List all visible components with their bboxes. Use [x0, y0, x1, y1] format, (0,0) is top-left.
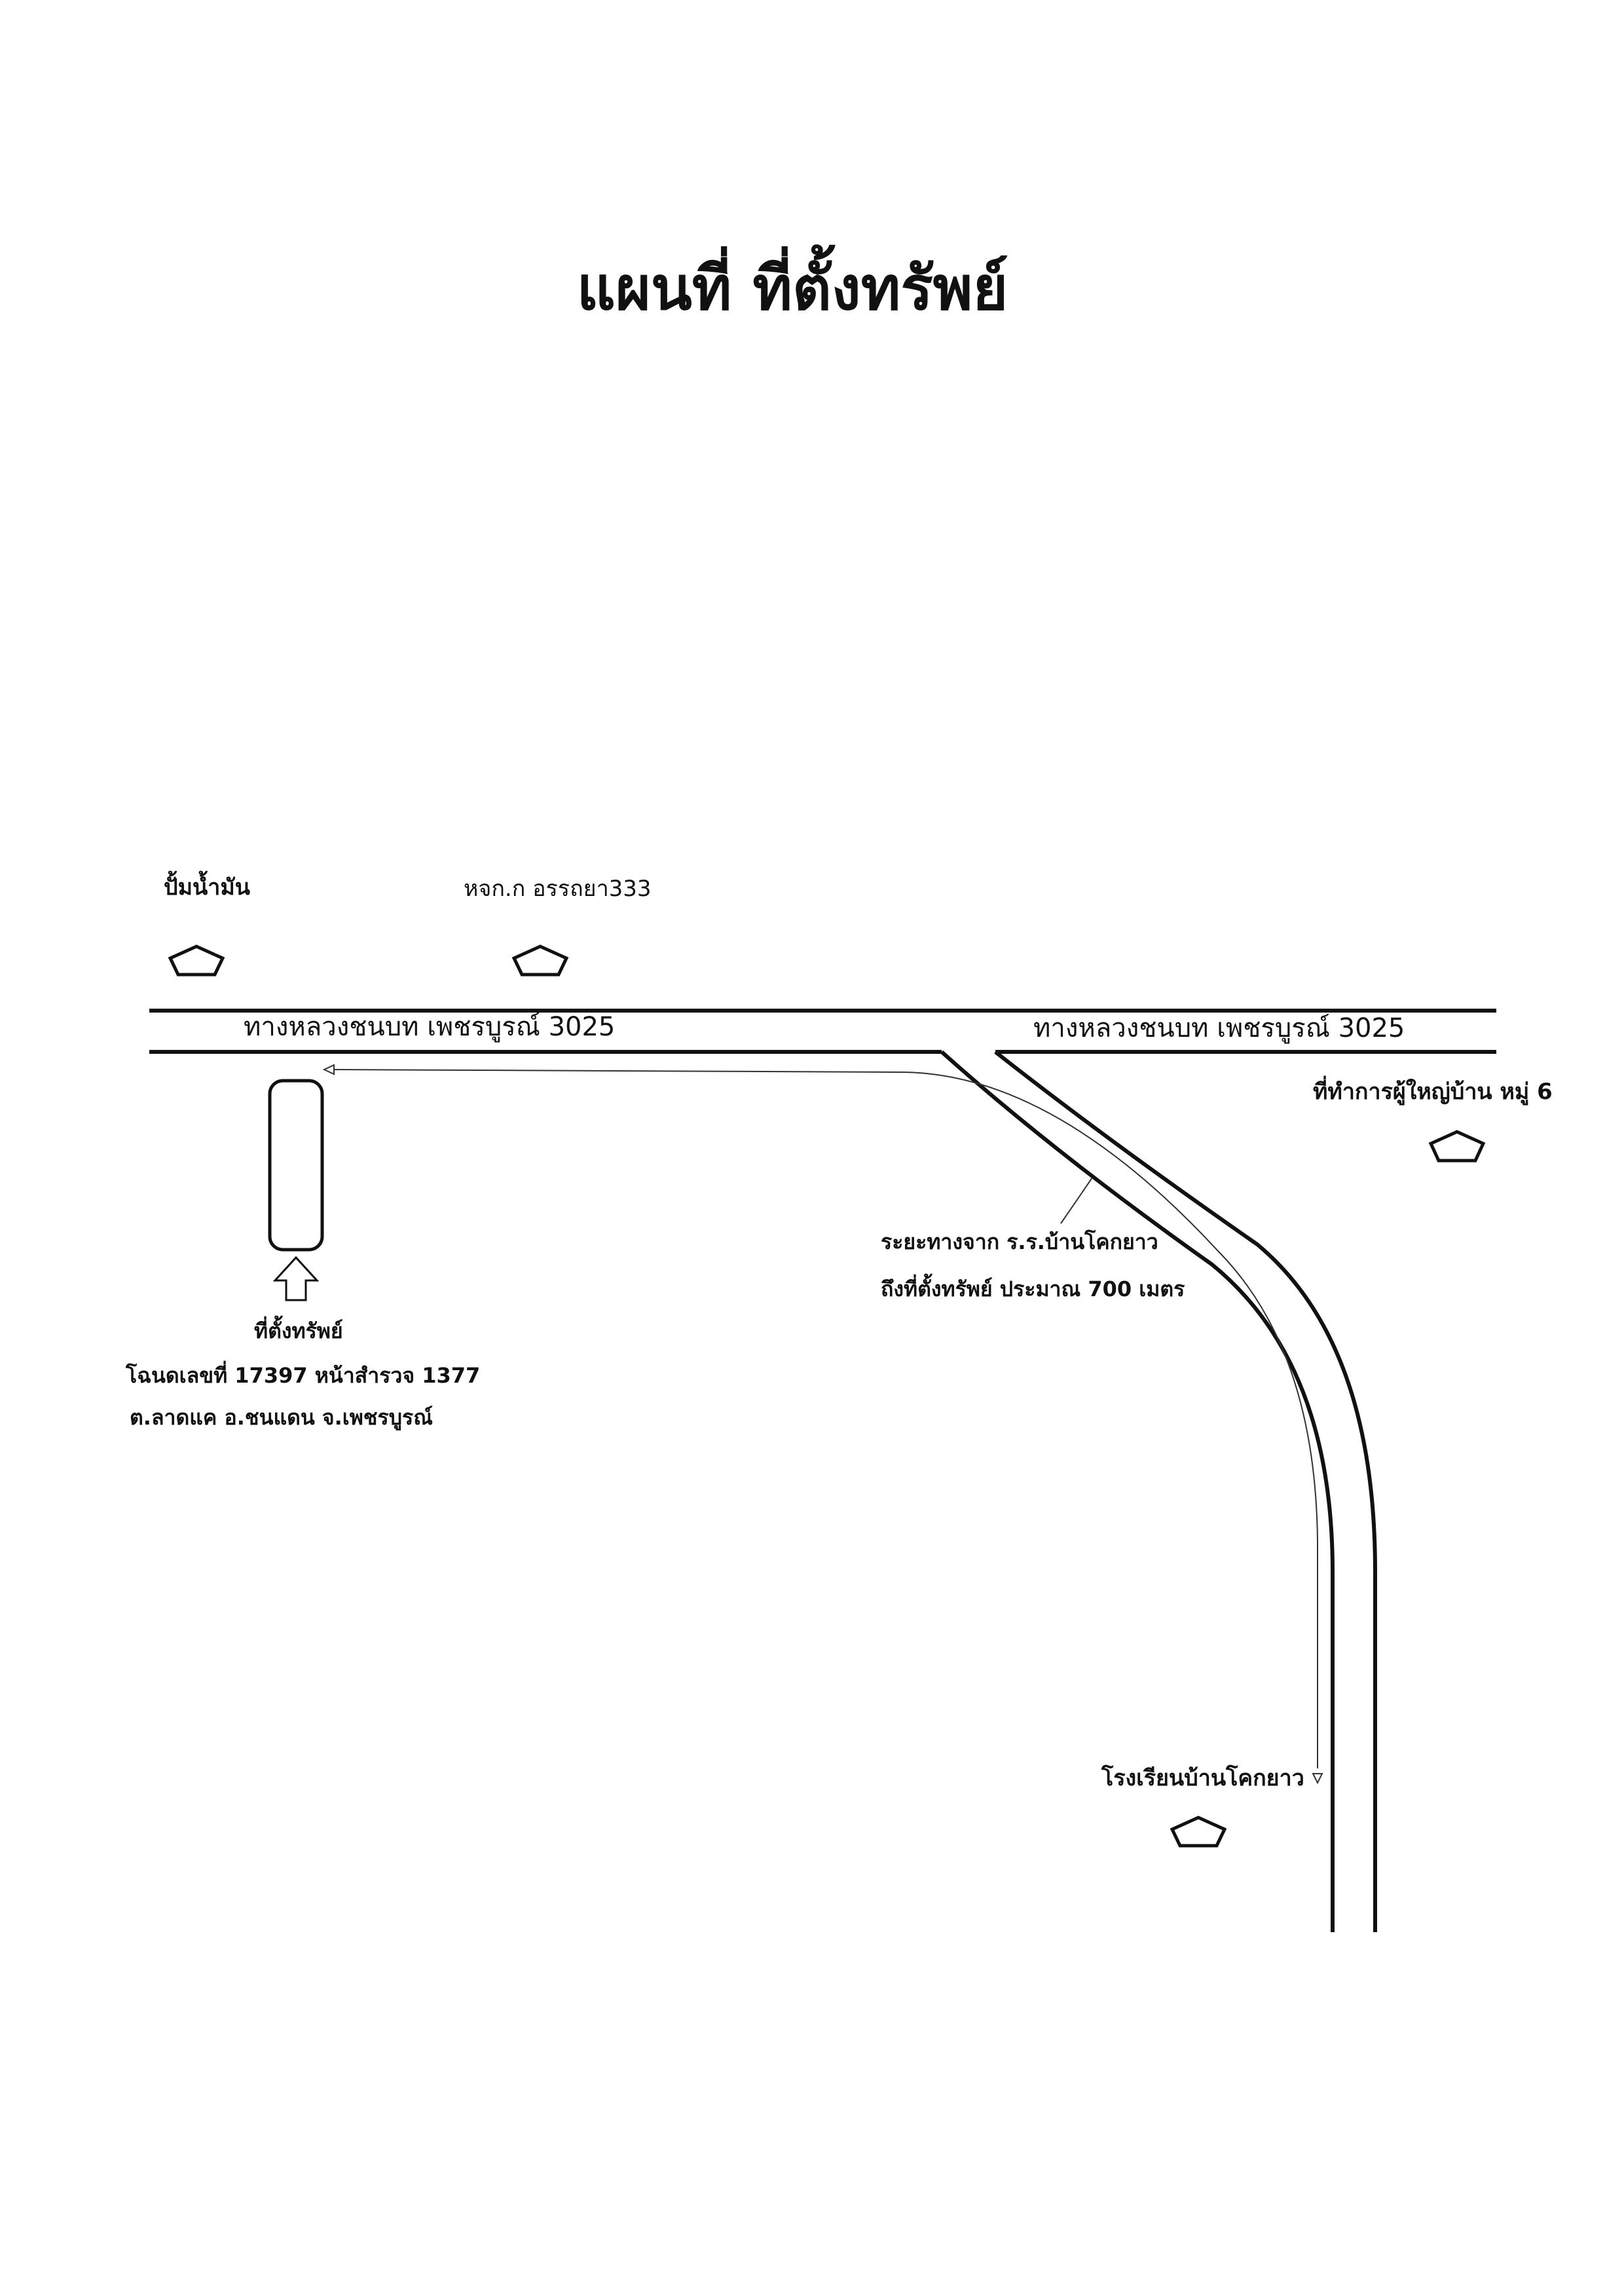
property-deed: โฉนดเลขที่ 17397 หน้าสำรวจ 1377	[126, 1363, 481, 1388]
shop-landmark-icon	[511, 944, 569, 977]
map-title: แผนที่ ที่ตั้งทรัพย์	[576, 253, 1008, 324]
side-road-edge-right	[994, 1050, 1377, 1932]
school-label: โรงเรียนบ้านโคกยาว	[1101, 1765, 1304, 1791]
road-label-right: ทางหลวงชนบท เพชรบูรณ์ 3025	[1033, 1013, 1405, 1043]
distance-note-pointer	[1060, 1177, 1093, 1224]
property-location: ต.ลาดแค อ.ชนแดน จ.เพชรบูรณ์	[130, 1405, 433, 1430]
side-road-edge-left	[940, 1050, 1335, 1932]
distance-note-line2: ถึงที่ตั้งทรัพย์ ประมาณ 700 เมตร	[881, 1277, 1185, 1301]
village-office-label: ที่ทำการผู้ใหญ่บ้าน หมู่ 6	[1313, 1079, 1553, 1105]
village-office-landmark-icon	[1428, 1130, 1486, 1163]
gas-station-label: ปั้มน้ำมัน	[164, 874, 250, 901]
school-landmark-icon	[1170, 1816, 1227, 1848]
route-arrow-property	[322, 1064, 335, 1075]
route-arrow-school	[1312, 1773, 1323, 1785]
distance-note-line1: ระยะทางจาก ร.ร.บ้านโคกยาว	[881, 1229, 1158, 1254]
property-arrow-icon	[272, 1256, 320, 1301]
shop-label: หจก.ก อรรถยา333	[464, 876, 652, 902]
property-parcel	[268, 1079, 324, 1252]
gas-station-landmark-icon	[168, 944, 225, 977]
road-label-left: ทางหลวงชนบท เพชรบูรณ์ 3025	[244, 1012, 616, 1042]
route-line	[333, 1069, 1318, 1768]
property-label: ที่ตั้งทรัพย์	[254, 1318, 343, 1343]
